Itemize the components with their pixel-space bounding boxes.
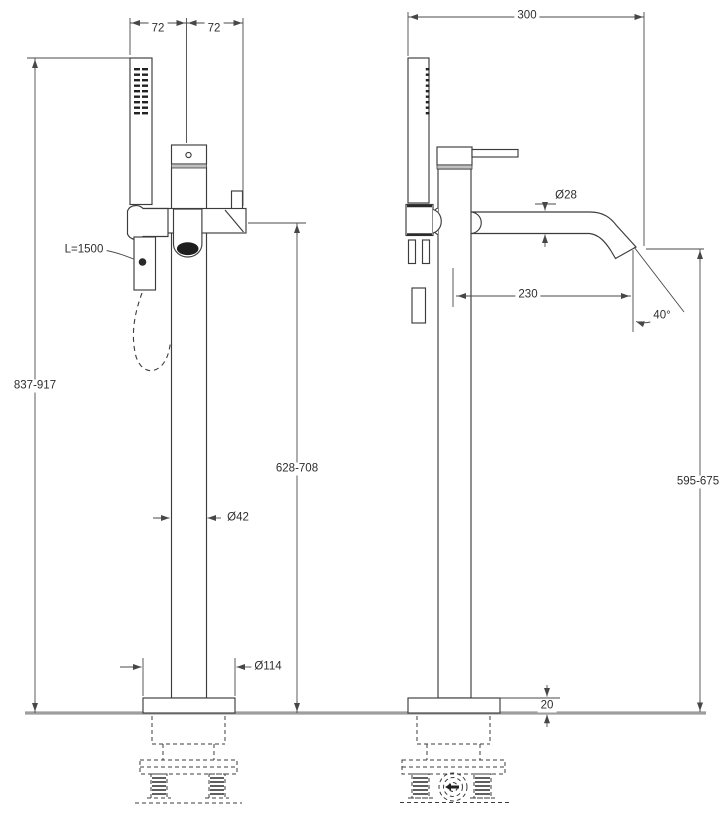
dim-label-spout-angle: 40° (650, 309, 674, 323)
inlet-connection-circle (438, 772, 468, 802)
hand-shower-front (126, 57, 172, 372)
base-plate-side (407, 697, 501, 714)
spray-face-grid (134, 68, 148, 115)
shower-hose-dashed (132, 292, 172, 372)
dimension-lines (27, 12, 704, 727)
handset-handle-side (411, 287, 427, 324)
side-view (400, 57, 637, 803)
dim-label-base-diameter: Ø114 (251, 660, 285, 674)
hand-shower-side (405, 57, 442, 324)
hose-connection-dot (138, 258, 147, 266)
anchor-bolt-threads (152, 777, 224, 795)
handset-holder-side (405, 203, 434, 237)
mounting-kit-side (400, 716, 510, 803)
dim-label-spout-offset: 72 (204, 22, 224, 36)
leader-hose-length (103, 249, 134, 260)
dim-label-handset-offset: 72 (148, 22, 168, 36)
spray-face-dots-side (425, 68, 430, 115)
spout-side (470, 211, 637, 260)
dim-label-column-diameter: Ø42 (224, 511, 252, 525)
spout-opening (176, 242, 199, 256)
dim-label-spout-height: 628-708 (272, 462, 322, 476)
dim-label-spout-tube-diameter: Ø28 (552, 189, 580, 203)
mounting-kit-front (135, 716, 242, 804)
column-side (436, 146, 473, 699)
dim-label-hose-length: L=1500 (61, 243, 107, 257)
cartridge-cap-front (170, 144, 208, 165)
anchor-bolt-threads-side (413, 777, 490, 795)
angle-reference-line (633, 246, 685, 313)
cap-screw-hole (185, 151, 192, 159)
handset-holder-front (126, 205, 169, 240)
dim-label-overall-depth: 300 (514, 9, 540, 23)
front-view (126, 57, 247, 804)
base-plate-front (142, 697, 236, 714)
dim-label-overall-height: 837-917 (10, 379, 60, 393)
dim-label-outlet-height: 595-675 (673, 475, 722, 489)
lever-handle-side (471, 148, 519, 158)
spout-outlet-front (172, 208, 203, 258)
dim-label-spout-reach: 230 (515, 288, 541, 302)
cartridge-cap-side (436, 146, 473, 166)
dim-label-base-plate-thickness: 20 (537, 699, 557, 713)
diverter-knob-front (230, 190, 244, 210)
